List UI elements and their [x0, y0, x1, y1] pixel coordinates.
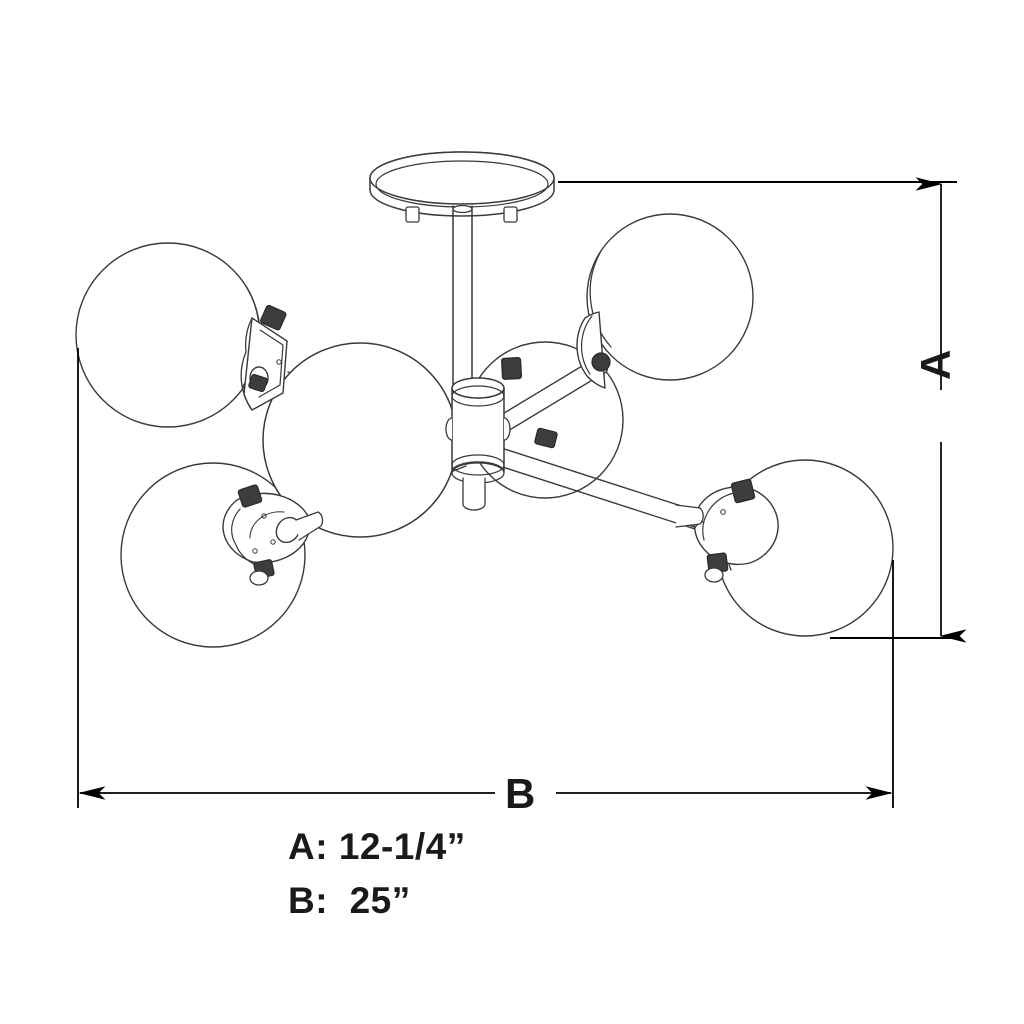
globe-upper-right	[586, 213, 754, 381]
dimension-label-b: B	[505, 770, 536, 817]
canopy-screw-right	[503, 206, 518, 223]
setscrew-lower-right-a	[730, 478, 756, 504]
socket-upper-left	[240, 304, 288, 411]
setscrew-upper-left-b	[248, 373, 268, 393]
setscrew-lower-left-a	[237, 484, 263, 508]
globe-upper-left	[75, 242, 261, 428]
dimension-annotations	[77, 177, 967, 808]
socket-lower-right	[675, 478, 779, 583]
setscrew-upper-left-a	[259, 304, 287, 331]
socket-lower-left	[222, 484, 324, 586]
socket-upper-right	[576, 311, 611, 389]
dimension-label-a: A	[912, 349, 959, 380]
canopy-screw-left	[405, 206, 420, 223]
downrod	[452, 204, 473, 399]
spec-line-a: A: 12-1/4”	[288, 826, 466, 867]
center-hub	[445, 377, 511, 511]
hub-setscrew-lower	[534, 427, 558, 449]
spec-line-b: B: 25”	[288, 880, 411, 921]
light-fixture-drawing	[75, 151, 894, 648]
hub-setscrew-top	[501, 357, 523, 380]
setscrew-upper-right	[591, 352, 611, 372]
